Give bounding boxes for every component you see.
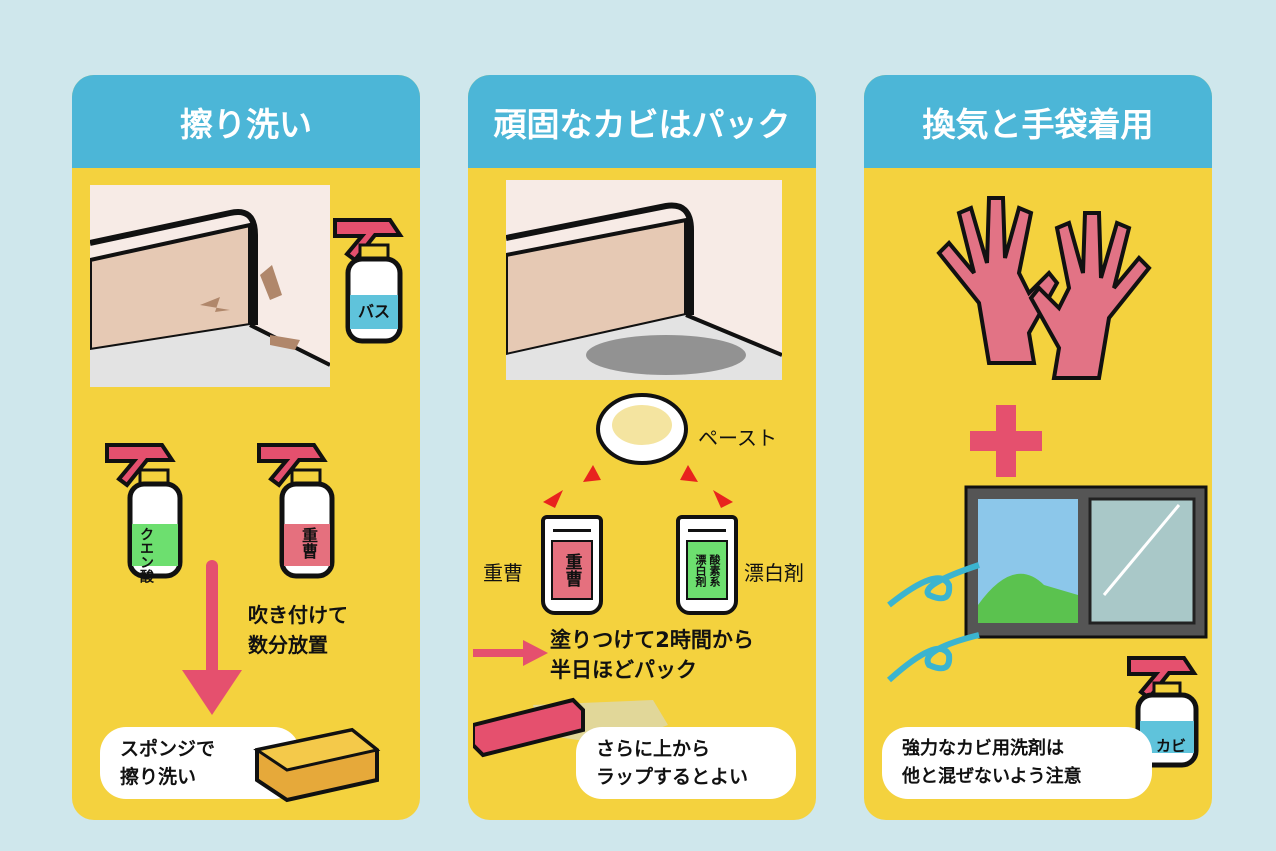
bubble-line: 他と混ぜないよう注意 <box>902 766 1082 787</box>
bubble-line: ラップするとよい <box>596 766 749 788</box>
bubble-line: さらに上から <box>596 738 711 760</box>
bubble-line: 強力なカビ用洗剤は <box>902 738 1064 759</box>
right-arrow <box>473 640 548 666</box>
bath-spray-bottle <box>333 218 404 344</box>
baking-soda-spray-bottle <box>257 443 335 579</box>
bathtub-illustration <box>90 185 330 387</box>
bottle-label-mold: カビ <box>1156 737 1187 755</box>
step-line: 数分放置 <box>248 633 328 657</box>
panel-title: 換気と手袋着用 <box>864 75 1212 168</box>
panel-ventilation: 換気と手袋着用 カビ 強力なカビ用洗剤は他と混ぜないよう注意 <box>864 75 1212 820</box>
panel-title: 擦り洗い <box>72 75 420 168</box>
paste-dish-icon <box>596 393 688 465</box>
baking-soda-pack: 重曹 <box>541 515 603 615</box>
pack-label: 重曹 <box>561 553 582 587</box>
panel-title: 頑固なカビはパック <box>468 75 816 168</box>
bottle-label-baking-soda: 重曹 <box>299 527 318 559</box>
bottle-label-bath: バス <box>358 302 391 321</box>
bottle-label-citric-acid: クエン酸 <box>138 527 154 583</box>
tip-bubble: さらに上からラップするとよい <box>576 727 796 799</box>
step-text: 塗りつけて2時間から半日ほどパック <box>550 625 754 685</box>
bleach-pack: 酸素系漂白剤 <box>676 515 738 615</box>
panel-pack: 頑固なカビはパック ペースト 重曹 重曹 酸素系漂白剤 漂白剤 塗りつけて2時間… <box>468 75 816 820</box>
plus-icon <box>970 405 1042 477</box>
step-line: 吹き付けて <box>248 603 348 627</box>
gloves-icon <box>936 196 1152 380</box>
mold-cleaner-spray-bottle <box>1127 656 1199 768</box>
paste-label: ペースト <box>698 426 777 450</box>
wind-icon <box>886 562 980 683</box>
red-arrows <box>543 465 733 508</box>
panel-scrub: 擦り洗い バス クエン酸 重曹 吹き付けて数分放置 スポンジで擦り洗い <box>72 75 420 820</box>
caution-bubble: 強力なカビ用洗剤は他と混ぜないよう注意 <box>882 727 1152 799</box>
bubble-line: 擦り洗い <box>120 766 197 788</box>
pack-label: 酸素系漂白剤 <box>694 553 721 587</box>
sponge-icon <box>253 727 381 803</box>
step-line: 半日ほどパック <box>550 658 697 682</box>
down-arrow <box>182 560 242 715</box>
window-icon <box>964 485 1208 639</box>
step-text: 吹き付けて数分放置 <box>248 600 348 660</box>
step-line: 塗りつけて2時間から <box>550 628 754 652</box>
mold-bathtub-illustration <box>506 180 782 380</box>
citric-acid-spray-bottle <box>105 443 183 579</box>
bleach-label: 漂白剤 <box>744 561 804 585</box>
baking-soda-label: 重曹 <box>483 561 523 585</box>
bubble-line: スポンジで <box>120 738 216 760</box>
